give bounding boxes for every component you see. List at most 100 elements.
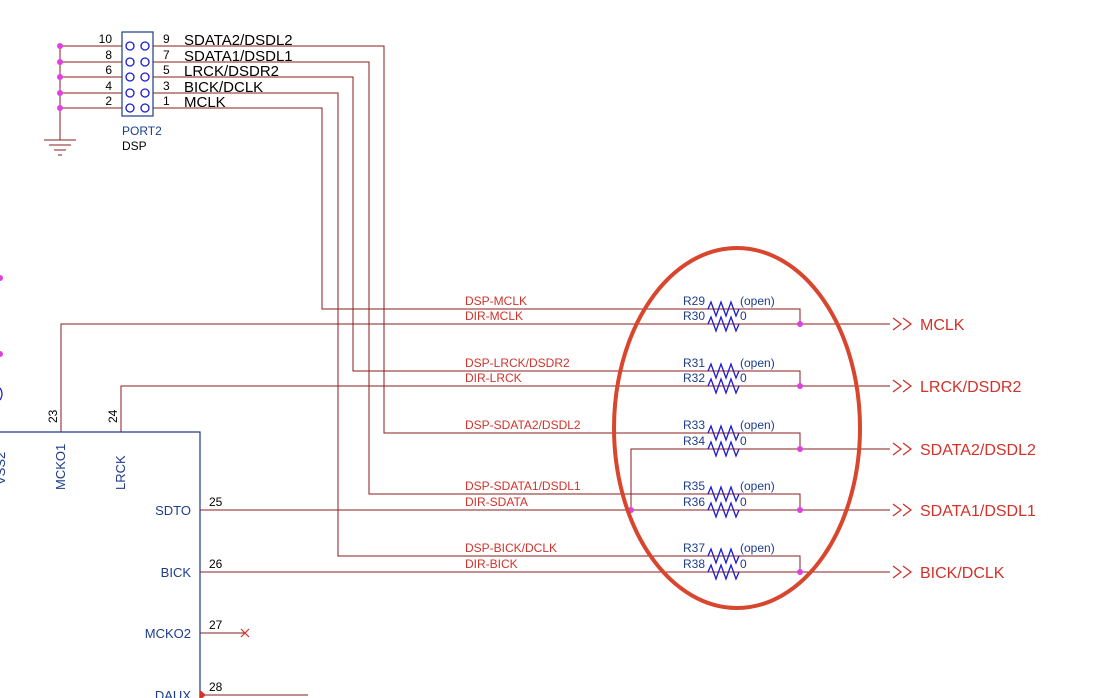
header-pin-signal: BICK/DCLK [184, 79, 263, 96]
header-sub: DSP [122, 139, 147, 153]
resistor-icon [707, 501, 740, 519]
output-port: SDATA1/DSDL1 [892, 503, 1036, 520]
net-label: DSP-SDATA2/DSDL2 [465, 418, 581, 432]
highlight-ellipse [612, 246, 862, 610]
resistor-value: 0 [740, 495, 747, 509]
output-label: SDATA1/DSDL1 [920, 503, 1036, 520]
header-pin-signal: SDATA2/DSDL2 [184, 32, 293, 49]
junction-dot [57, 74, 63, 80]
resistor-r29: R29(open) [683, 294, 775, 318]
junction-dot [57, 59, 63, 65]
wire-dir-lrck [120, 385, 800, 400]
resistor-value: 0 [740, 434, 747, 448]
output-label: SDATA2/DSDL2 [920, 442, 1036, 459]
wire-sdata1 [153, 61, 890, 511]
net-label: DSP-LRCK/DSDR2 [465, 356, 570, 370]
junction-dot [797, 507, 803, 513]
header-pin-number-right: 9 [163, 32, 170, 46]
output-label: MCLK [920, 317, 965, 334]
resistor-ref: R33 [683, 418, 705, 432]
resistor-r32: R32 0 [683, 371, 747, 395]
header-pin-number-right: 7 [163, 48, 170, 62]
junction-dot [0, 275, 3, 281]
resistor-value: 0 [740, 557, 747, 571]
resistor-ref: R31 [683, 356, 705, 370]
junction-dot [797, 569, 803, 575]
resistor-value: 0 [740, 309, 747, 323]
wire-lrck [153, 76, 890, 387]
net-label: DIR-LRCK [465, 371, 522, 385]
junction-dot [57, 43, 63, 49]
output-ports: MCLKLRCK/DSDR2SDATA2/DSDL2SDATA1/DSDL1BI… [892, 317, 1036, 582]
resistor-value: (open) [740, 294, 775, 308]
net-label: DSP-SDATA1/DSDL1 [465, 479, 581, 493]
ic-pin-number: 23 [46, 409, 60, 423]
ic-pin-number: 26 [209, 557, 223, 571]
resistor-ref: R34 [683, 434, 705, 448]
resistor-r36: R36 0 [683, 495, 747, 519]
resistor-value: (open) [740, 418, 775, 432]
header-pin-hole [125, 57, 135, 67]
net-label: DIR-BICK [465, 557, 518, 571]
wire-dir-mclk [60, 323, 800, 400]
header-name: PORT2 [122, 124, 162, 138]
header-pin-hole [140, 103, 150, 113]
daux-input-arrow-icon [200, 690, 206, 698]
junction-dot [797, 383, 803, 389]
resistor-ref: R38 [683, 557, 705, 571]
resistor-value: 0 [740, 371, 747, 385]
ic-pin-name: LRCK [113, 455, 128, 490]
wire-sdata2 [153, 45, 890, 450]
resistor-value: (open) [740, 356, 775, 370]
output-port: MCLK [892, 317, 965, 334]
output-label: LRCK/DSDR2 [920, 379, 1021, 396]
resistor-r37: R37(open) [683, 541, 775, 565]
junction-dot [797, 321, 803, 327]
resistor-icon [707, 377, 740, 395]
ic-pin-number: 25 [209, 495, 223, 509]
resistor-icon [707, 315, 740, 333]
output-arrow-icon [892, 503, 913, 517]
ic-pin-number: 27 [209, 618, 223, 632]
ic-pin-number: 28 [209, 680, 223, 694]
resistor-ref: R32 [683, 371, 705, 385]
header-left-pin-bus [59, 45, 122, 140]
header-pin-signal: MCLK [184, 94, 226, 111]
header-pin-hole [140, 72, 150, 82]
header-pin-number-left: 6 [105, 63, 112, 77]
ic-pin-name: MCKO2 [145, 626, 191, 641]
resistor-icon [707, 300, 740, 318]
header-pin-number-right: 1 [163, 94, 170, 108]
resistor-value: (open) [740, 479, 775, 493]
header-pin-number-left: 2 [105, 94, 112, 108]
header-pin-hole [140, 88, 150, 98]
net-label: DIR-MCLK [465, 309, 523, 323]
header-pin-signal: SDATA1/DSDL1 [184, 48, 293, 65]
no-connect-icon [240, 628, 250, 638]
header-pin-number-left: 10 [99, 32, 113, 46]
wires [59, 45, 890, 696]
ic-pin-name: BICK [161, 565, 192, 580]
junction-dots [57, 43, 803, 575]
header-pin-signal: LRCK/DSDR2 [184, 63, 279, 80]
net-labels: DSP-MCLKDIR-MCLKDSP-LRCK/DSDR2DIR-LRCKDS… [465, 294, 581, 571]
left-edge-partial-marks [0, 275, 3, 401]
header-pin-number-right: 5 [163, 63, 170, 77]
ic-pin-name: SDTO [155, 503, 191, 518]
junction-dot [57, 90, 63, 96]
output-arrow-icon [892, 565, 913, 579]
header-body [121, 31, 154, 117]
resistor-icon [707, 424, 740, 442]
ic-partial-left-label: VSS2 [0, 452, 8, 485]
resistor-r31: R31 (open) [683, 356, 775, 380]
resistor-r33: R33 (open) [683, 418, 775, 442]
resistor-ref: R36 [683, 495, 705, 509]
output-arrow-icon [892, 317, 913, 331]
resistor-icon [707, 362, 740, 380]
